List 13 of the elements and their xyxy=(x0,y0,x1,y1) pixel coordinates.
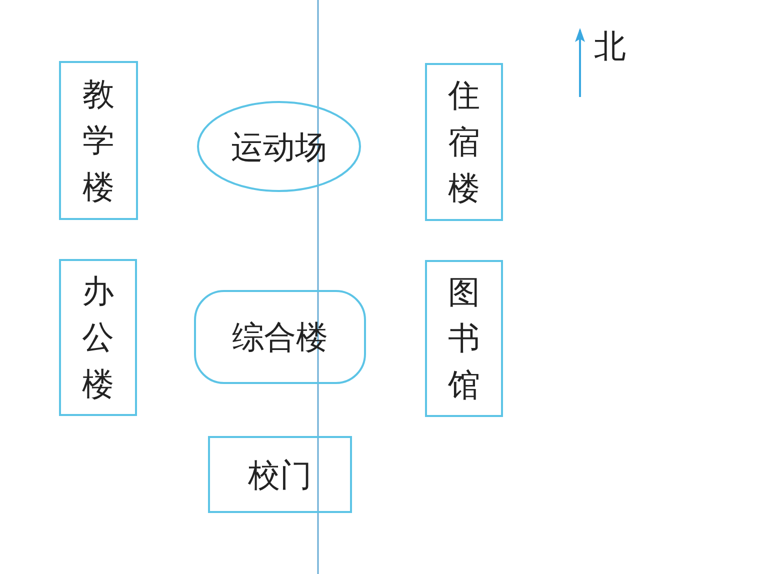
building-label: 校门 xyxy=(248,454,312,494)
building-box xyxy=(208,436,352,513)
field-ellipse xyxy=(197,101,361,192)
building-box xyxy=(194,290,366,384)
building-box xyxy=(425,260,503,417)
building-label: 教学楼 xyxy=(82,74,114,208)
building-box xyxy=(59,61,138,220)
building-label: 住宿楼 xyxy=(448,75,480,210)
building-label: 图书馆 xyxy=(448,272,480,406)
building-box xyxy=(59,259,137,416)
building-label: 办公楼 xyxy=(82,270,114,405)
building-box xyxy=(425,63,503,221)
compass-label: 北 xyxy=(594,26,626,66)
